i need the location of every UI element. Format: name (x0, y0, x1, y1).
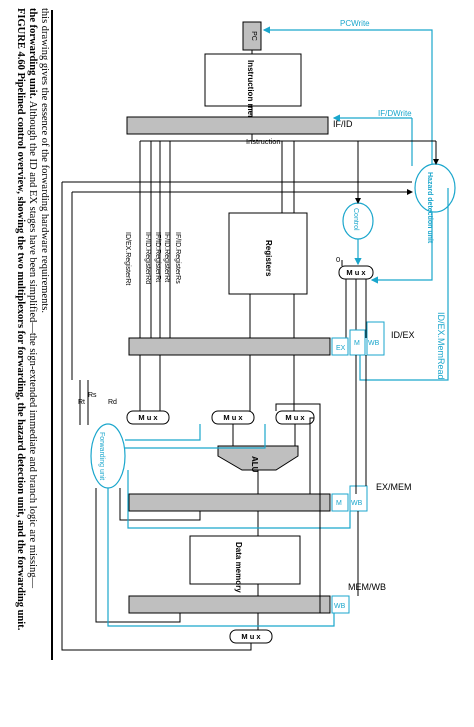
exmem-register (128, 493, 331, 512)
caption-line-2-bold: the forwarding unit. (27, 8, 38, 99)
data-memory-label: Data memory (234, 542, 243, 593)
rt-label: Rt (78, 399, 85, 406)
idex-register (128, 337, 331, 356)
pcwrite-line (262, 26, 433, 166)
pcwrite-label: PCWrite (340, 19, 370, 28)
pc-label: PC (250, 31, 257, 41)
caption-line-2: the forwarding unit. Although the ID and… (27, 8, 38, 589)
memwb-wb-field (331, 595, 350, 614)
control-label: Control (352, 208, 359, 231)
instruction-label: Instruction (246, 137, 281, 146)
data-memory (189, 535, 301, 585)
hazard-detection-unit (414, 163, 456, 213)
idex-rt-label: ID/EX.RegisterRt (124, 232, 131, 285)
writeback-loop (61, 620, 252, 651)
forwarding-unit (90, 423, 126, 489)
registers-label: Registers (264, 240, 273, 277)
regdst-mux-label: M u x (138, 413, 158, 422)
long-loop-wire (61, 181, 412, 620)
memwb-rd-to-forwarding (95, 488, 181, 623)
exmem-m-field (331, 493, 349, 512)
memwb-label: MEM/WB (348, 582, 386, 592)
forwarding-unit-label: Forwarding unit (98, 432, 105, 480)
memwb-wb-label: WB (334, 603, 346, 610)
ifid-rt-label-2: IF/ID.RegisterRt (154, 232, 161, 282)
hazard-text: Hazard detection unit (426, 172, 433, 244)
caption-line-2-rest: Although the ID and EX stages have been … (27, 99, 38, 589)
alu (217, 445, 299, 471)
idex-memread-label: ID/EX.MemRead (436, 312, 446, 380)
idex-m-field (349, 329, 366, 356)
memwb-forward-path (275, 403, 321, 613)
idex-m-label: M (354, 340, 360, 347)
instruction-memory-text: Instruction memory (246, 60, 255, 135)
exmem-forward-path (309, 417, 314, 494)
memwb-register (128, 595, 331, 614)
memwb-regwrite-line (107, 488, 335, 627)
exmem-wb-field (349, 485, 368, 512)
instruction-memory-label: Instruction memory (246, 60, 255, 135)
caption-line-1: FIGURE 4.60 Pipelined control overview, … (15, 8, 26, 631)
zero-label: 0 (336, 255, 340, 264)
exmem-rd-to-forwarding (119, 488, 201, 521)
idex-memread-line (359, 188, 449, 381)
ifid-rs-label: IF/ID.RegisterRs (174, 232, 181, 284)
idex-ex-label: EX (336, 345, 346, 352)
rs-label: Rs (88, 392, 97, 399)
idex-label: ID/EX (391, 330, 415, 340)
forward-a-mux-label: M u x (285, 413, 305, 422)
hazard-to-mux-line (370, 212, 433, 284)
ifid-rd-label: IF/ID.RegisterRd (144, 232, 151, 284)
idex-ex-field (331, 337, 349, 356)
idex-wb-label: WB (368, 340, 380, 347)
ifid-label: IF/ID (333, 119, 353, 129)
caption-line-3: this drawing gives the essence of the fo… (39, 8, 50, 313)
rd-label: Rd (108, 399, 117, 406)
regdst-mux (126, 410, 170, 425)
figure-caption: FIGURE 4.60 Pipelined control overview, … (15, 8, 50, 631)
exmem-regwrite-line (127, 470, 351, 529)
idex-wb-field (366, 321, 385, 356)
ifid-register (126, 116, 329, 135)
ifdwrite-label: IF/DWrite (378, 109, 412, 118)
alu-label: ALU (250, 456, 259, 473)
exmem-m-label: M (336, 500, 342, 507)
forwarding-to-mux-a (125, 424, 266, 449)
writeback-mux-label: M u x (241, 632, 261, 641)
control-mux-label: M u x (346, 268, 366, 277)
exmem-label: EX/MEM (376, 482, 412, 492)
forwarding-to-mux-b (125, 424, 201, 441)
hazard-label-a: Hazard detection unit (426, 172, 433, 244)
forward-b-mux-label: M u x (223, 413, 243, 422)
exmem-wb-label: WB (351, 500, 363, 507)
register-file (228, 212, 308, 295)
ifid-rt-label-1: IF/ID.RegisterRt (163, 232, 170, 282)
instruction-memory (204, 53, 302, 107)
